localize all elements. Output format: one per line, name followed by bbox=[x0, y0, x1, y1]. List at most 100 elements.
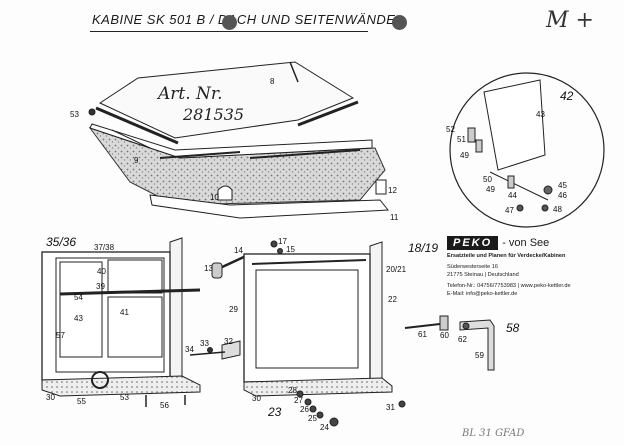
handwritten-art-number: 281535 bbox=[182, 105, 244, 124]
left-door-sill bbox=[41, 375, 201, 397]
right-door-glass bbox=[255, 269, 359, 369]
detail-knob-45 bbox=[543, 185, 553, 195]
right-door-assembly bbox=[243, 241, 495, 427]
label-27: 27 bbox=[294, 396, 303, 405]
label-55: 55 bbox=[77, 397, 86, 406]
peko-phone: Telefon-Nr.: 04756/7753983 | www.peko-ke… bbox=[447, 283, 571, 289]
left-door-hinge-32 bbox=[221, 340, 241, 360]
label-20-21: 20/21 bbox=[386, 265, 407, 274]
right-door-lock-28 bbox=[296, 390, 304, 398]
label-47: 47 bbox=[505, 206, 514, 215]
label-13: 13 bbox=[204, 264, 213, 273]
label-32: 32 bbox=[224, 337, 233, 346]
label-14: 14 bbox=[234, 246, 243, 255]
right-door-lock-25 bbox=[316, 411, 324, 419]
label-58: 58 bbox=[506, 321, 520, 335]
label-54: 54 bbox=[74, 293, 83, 302]
left-door-glass-upper bbox=[107, 259, 163, 294]
detail-circle-outline bbox=[449, 72, 605, 228]
bushing-60 bbox=[439, 315, 449, 331]
peko-street: Süderwesterseite 16 bbox=[447, 264, 498, 270]
left-door-handle-55 bbox=[91, 371, 109, 389]
label-56: 56 bbox=[160, 401, 169, 410]
label-39: 39 bbox=[96, 282, 105, 291]
label-53-left: 53 bbox=[120, 393, 129, 402]
label-41: 41 bbox=[120, 308, 129, 317]
label-51: 51 bbox=[457, 135, 466, 144]
label-42-detail: 42 bbox=[560, 89, 574, 103]
right-door-bolt-31 bbox=[398, 400, 406, 408]
roof-rod-right bbox=[249, 149, 361, 159]
label-52: 52 bbox=[446, 125, 455, 134]
peko-logo: PEKO bbox=[447, 236, 499, 250]
label-46: 46 bbox=[558, 191, 567, 200]
label-53-roof: 53 bbox=[70, 110, 79, 119]
label-17: 17 bbox=[278, 237, 287, 246]
label-57: 57 bbox=[56, 331, 65, 340]
label-24: 24 bbox=[320, 423, 329, 432]
roof-rod-left bbox=[159, 151, 241, 159]
label-43-left: 43 bbox=[74, 314, 83, 323]
left-door-glass-outer bbox=[55, 257, 165, 373]
peko-email: E-Mail: info@peko-kettler.de bbox=[447, 291, 518, 297]
title-part2: DACH UND SEITENWÄNDE bbox=[217, 12, 396, 27]
label-62: 62 bbox=[458, 335, 467, 344]
handle-13-grip bbox=[211, 262, 223, 279]
screw-15 bbox=[277, 248, 283, 254]
label-23: 23 bbox=[267, 405, 282, 419]
left-door-bolt-34 bbox=[189, 351, 226, 356]
label-15: 15 bbox=[286, 245, 295, 254]
screw-17 bbox=[270, 240, 278, 248]
rod-61 bbox=[404, 323, 441, 329]
roof-pipe-8 bbox=[289, 61, 299, 83]
label-37-38: 37/38 bbox=[94, 243, 115, 252]
peko-von-see: - von See bbox=[502, 237, 550, 249]
left-door-glass-left bbox=[59, 261, 103, 358]
label-35-36: 35/36 bbox=[46, 235, 76, 249]
label-11: 11 bbox=[390, 213, 399, 222]
label-29: 29 bbox=[229, 305, 238, 314]
detail-hinge-51 bbox=[467, 127, 476, 143]
roof-assembly bbox=[88, 61, 389, 219]
handwritten-art-nr: Art. Nr. bbox=[156, 84, 223, 104]
title-separator: / bbox=[209, 12, 214, 27]
label-18-19: 18/19 bbox=[408, 241, 438, 255]
roof-pipe-9 bbox=[111, 129, 151, 149]
roof-panel-top bbox=[98, 61, 355, 139]
left-door-glass-lower bbox=[107, 296, 163, 358]
left-door-washer-33 bbox=[207, 347, 213, 353]
left-door-side-panel bbox=[169, 237, 183, 383]
right-door-top-rod bbox=[251, 259, 367, 265]
label-28: 28 bbox=[288, 386, 297, 395]
left-door-bar-39 bbox=[59, 288, 201, 296]
label-40: 40 bbox=[97, 267, 106, 276]
detail-nut-47 bbox=[516, 204, 524, 212]
bottom-handwritten-mark: BL 31 GFAD bbox=[462, 428, 525, 439]
label-43-circle: 43 bbox=[536, 110, 545, 119]
label-49-top: 49 bbox=[460, 151, 469, 160]
label-60: 60 bbox=[440, 331, 449, 340]
detail-nut-48 bbox=[541, 204, 549, 212]
punch-hole-right bbox=[392, 15, 407, 30]
label-61: 61 bbox=[418, 330, 427, 339]
peko-city: 21775 Steinau | Deutschland bbox=[447, 272, 519, 278]
roof-seal-strip bbox=[95, 106, 179, 145]
detail-hinge-49 bbox=[475, 139, 483, 153]
label-45: 45 bbox=[558, 181, 567, 190]
knob-62 bbox=[462, 322, 470, 330]
label-33: 33 bbox=[200, 339, 209, 348]
label-34: 34 bbox=[185, 345, 194, 354]
label-10: 10 bbox=[210, 193, 219, 202]
label-49-bottom: 49 bbox=[486, 185, 495, 194]
punch-hole-left bbox=[222, 15, 237, 30]
label-48: 48 bbox=[553, 205, 562, 214]
label-44: 44 bbox=[508, 191, 517, 200]
roof-screw-53 bbox=[88, 108, 96, 116]
roof-bracket-12 bbox=[375, 179, 387, 195]
peko-contact-block: PEKO - von See Ersatzteile und Planen fü… bbox=[447, 236, 607, 298]
detail-window-glass bbox=[483, 79, 546, 171]
label-9: 9 bbox=[134, 156, 139, 165]
right-door-side-panel bbox=[369, 241, 383, 383]
right-door-lock-24 bbox=[329, 417, 339, 427]
